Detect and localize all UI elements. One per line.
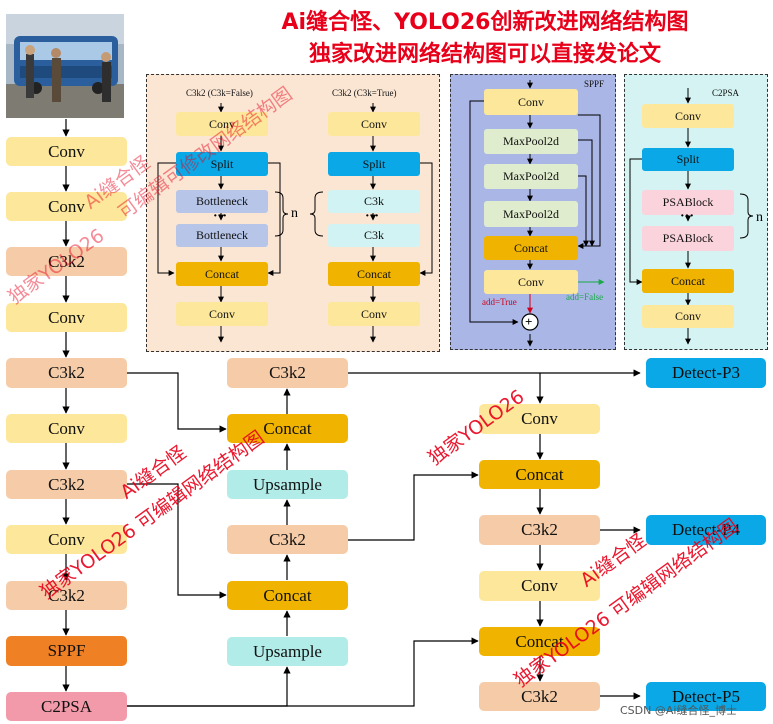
c3k2-false-dots: ··· bbox=[213, 209, 228, 224]
maxpool-2: MaxPool2d bbox=[484, 164, 578, 189]
pan-c3k2-1: C3k2 bbox=[479, 515, 600, 545]
backbone-conv-4: Conv bbox=[6, 414, 127, 443]
sppf-conv-in: Conv bbox=[484, 89, 578, 115]
backbone-conv-5: Conv bbox=[6, 525, 127, 554]
c2psa-repeat-n: n bbox=[756, 210, 763, 225]
c2psa-concat: Concat bbox=[642, 269, 734, 293]
backbone-c3k2-1: C3k2 bbox=[6, 247, 127, 276]
psablock-1: PSABlock bbox=[642, 190, 734, 215]
backbone-c3k2-4: C3k2 bbox=[6, 581, 127, 610]
c2psa-title: C2PSA bbox=[712, 88, 740, 98]
c3k2-true-conv-in: Conv bbox=[328, 112, 420, 136]
backbone-conv-3: Conv bbox=[6, 303, 127, 332]
c3k2-repeat-n: n bbox=[291, 206, 298, 221]
bottleneck-2: Bottleneck bbox=[176, 224, 268, 247]
backbone-c3k2-3: C3k2 bbox=[6, 470, 127, 499]
neck-concat-2: Concat bbox=[227, 581, 348, 610]
bottleneck-1: Bottleneck bbox=[176, 190, 268, 213]
neck-concat-1: Concat bbox=[227, 414, 348, 443]
add-plus-sign: + bbox=[525, 314, 533, 329]
detect-p3: Detect-P3 bbox=[646, 358, 766, 388]
add-true-label: add=True bbox=[482, 297, 517, 307]
neck-c3k2-top: C3k2 bbox=[227, 358, 348, 388]
footer-credit: CSDN @Ai缝合怪_博士 bbox=[620, 704, 737, 717]
title-line-1: Ai缝合怪、YOLO26创新改进网络结构图 bbox=[281, 10, 689, 35]
c2psa-dots: ··· bbox=[680, 209, 695, 224]
c2psa-conv-in: Conv bbox=[642, 104, 734, 128]
c3k2-true-title: C3k2 (C3k=True) bbox=[332, 88, 397, 98]
pan-concat-1: Concat bbox=[479, 460, 600, 489]
backbone-c2psa: C2PSA bbox=[6, 692, 127, 721]
pan-concat-2: Concat bbox=[479, 627, 600, 656]
add-false-label: add=False bbox=[566, 292, 604, 302]
c3k2-true-conv-out: Conv bbox=[328, 302, 420, 326]
backbone-conv-1: Conv bbox=[6, 137, 127, 166]
neck-upsample-2: Upsample bbox=[227, 637, 348, 666]
maxpool-3: MaxPool2d bbox=[484, 201, 578, 227]
sppf-conv-out: Conv bbox=[484, 270, 578, 294]
maxpool-1: MaxPool2d bbox=[484, 129, 578, 154]
c3k-block-2: C3k bbox=[328, 224, 420, 247]
c3k2-true-concat: Concat bbox=[328, 262, 420, 286]
detect-p5: Detect-P5 bbox=[646, 682, 766, 711]
c3k2-false-conv-out: Conv bbox=[176, 302, 268, 326]
c3k2-false-concat: Concat bbox=[176, 262, 268, 286]
c2psa-conv-out: Conv bbox=[642, 305, 734, 328]
title-line-2: 独家改进网络结构图可以直接发论文 bbox=[308, 42, 661, 67]
backbone-sppf: SPPF bbox=[6, 636, 127, 666]
neck-c3k2-mid: C3k2 bbox=[227, 525, 348, 554]
sppf-concat: Concat bbox=[484, 236, 578, 260]
c3k2-false-title: C3k2 (C3k=False) bbox=[186, 88, 253, 98]
c3k2-false-split: Split bbox=[176, 152, 268, 176]
detect-p4: Detect-P4 bbox=[646, 515, 766, 545]
pan-c3k2-2: C3k2 bbox=[479, 682, 600, 711]
street-bus-photo bbox=[6, 14, 124, 118]
pan-conv-2: Conv bbox=[479, 571, 600, 601]
c3k2-true-split: Split bbox=[328, 152, 420, 176]
backbone-conv-2: Conv bbox=[6, 192, 127, 221]
backbone-c3k2-2: C3k2 bbox=[6, 358, 127, 388]
c2psa-split: Split bbox=[642, 148, 734, 171]
neck-upsample-1: Upsample bbox=[227, 470, 348, 499]
c3k2-true-dots: ··· bbox=[365, 209, 380, 224]
pan-conv-1: Conv bbox=[479, 404, 600, 434]
c3k2-false-conv-in: Conv bbox=[176, 112, 268, 136]
sppf-title: SPPF bbox=[584, 79, 605, 89]
c3k-block-1: C3k bbox=[328, 190, 420, 213]
psablock-2: PSABlock bbox=[642, 226, 734, 251]
